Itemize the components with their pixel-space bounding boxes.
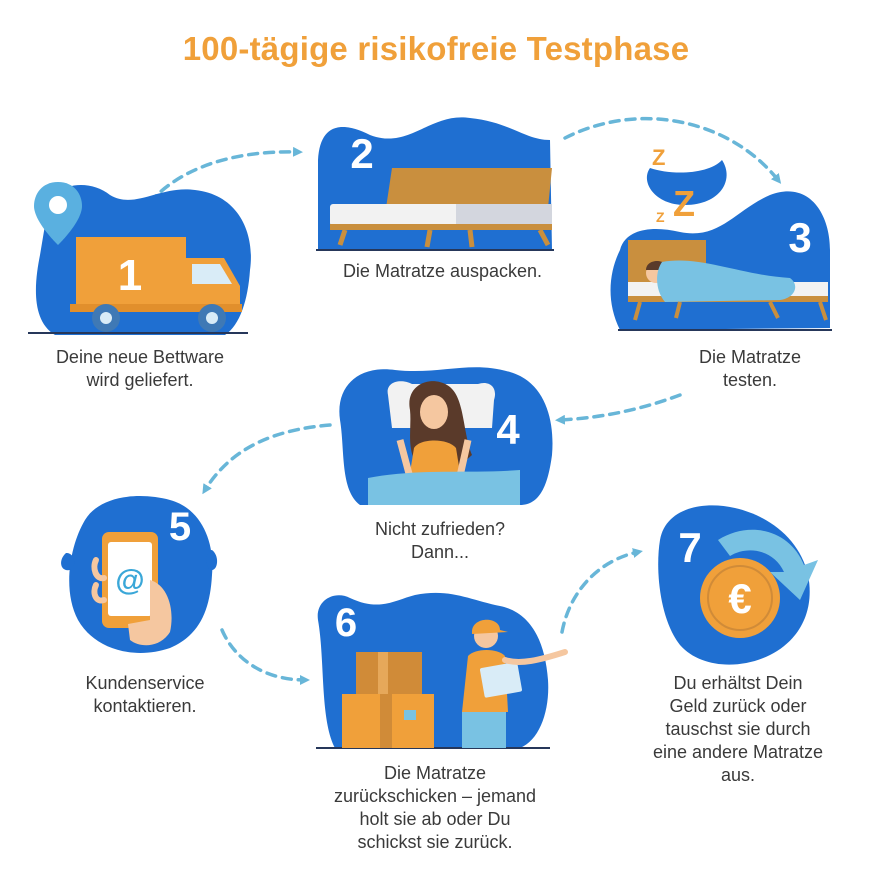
return-arrow-icon [718,529,818,600]
step-number-6: 6 [335,601,357,645]
step-number-4: 4 [496,406,520,453]
svg-text:Z: Z [673,183,695,224]
arrow-2-to-3 [563,117,782,184]
step-6-illustration [316,592,568,749]
sleeping-person-icon [628,240,828,321]
arrow-3-to-4 [555,393,682,425]
delivery-truck-icon [70,237,242,332]
step-4-illustration [339,367,553,505]
step-7-illustration: € [658,505,818,665]
step-3-caption: Die Matratze testen. [698,347,802,390]
at-symbol-icon: @ [115,564,144,597]
step-3-illustration: Z Z Z [610,145,832,331]
courier-boxes-icon [342,619,568,748]
svg-text:Z: Z [656,209,665,225]
smartphone-icon: @ [91,532,172,646]
svg-text:Z: Z [652,145,665,170]
step-5-caption: Kundenservice kontaktieren. [85,673,205,716]
step-7-caption: Du erhältst Dein Geld zurück oder tausch… [652,673,824,785]
step-1-caption: Deine neue Bettware wird geliefert. [55,347,225,390]
step-number-2: 2 [350,130,373,177]
bed-icon [330,168,552,248]
step-1-illustration [28,182,251,335]
step-number-3: 3 [788,214,811,261]
euro-coin-icon: € [700,558,780,638]
step-5-illustration: @ [61,496,218,653]
step-number-7: 7 [678,524,701,571]
arrow-6-to-7 [560,548,643,634]
step-number-5: 5 [169,505,191,549]
step-6-caption: Die Matratze zurückschicken – jemand hol… [333,763,537,852]
sleep-z-icon: Z Z Z [646,145,727,225]
step-2-caption: Die Matratze auspacken. [342,261,543,281]
location-pin-icon [34,182,82,245]
euro-symbol: € [728,575,751,622]
arrow-5-to-6 [220,628,310,685]
arrow-4-to-5 [202,423,332,495]
unhappy-woman-icon [368,381,520,505]
step-4-caption: Nicht zufrieden? Dann... [374,519,506,562]
page-title: 100-tägige risikofreie Testphase [182,30,690,67]
step-number-1: 1 [118,251,142,300]
step-2-illustration [316,117,554,251]
